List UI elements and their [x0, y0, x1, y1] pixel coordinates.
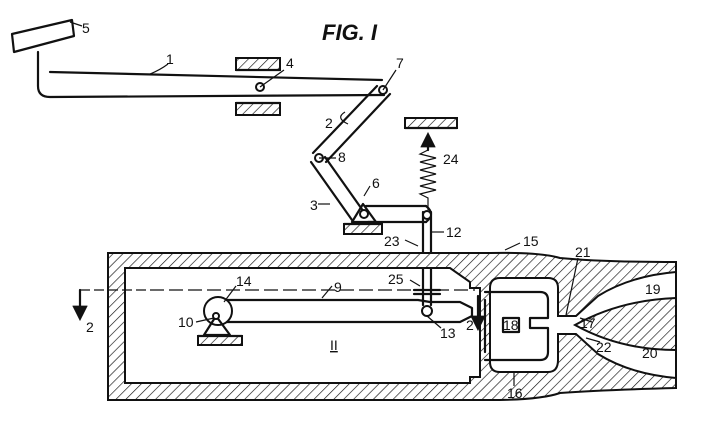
label-13: 13: [440, 325, 456, 341]
lever-pivot-bracket: [234, 57, 282, 116]
figure-title: FIG. I: [322, 20, 378, 45]
pedal-lever: [36, 50, 386, 99]
section-line-right: [150, 289, 486, 332]
label-21: 21: [575, 244, 591, 260]
splitter-17: [572, 296, 677, 352]
label-11: II: [330, 337, 338, 353]
link-2: [311, 84, 392, 164]
lever-9: [212, 298, 474, 324]
label-8: 8: [338, 149, 346, 165]
label-25: 25: [388, 271, 404, 287]
link-3: [309, 155, 368, 222]
label-18: 18: [503, 317, 519, 333]
label-24: 24: [443, 151, 459, 167]
label-10: 10: [178, 314, 194, 330]
spring-24: [403, 117, 459, 210]
label-14: 14: [236, 273, 252, 289]
section-line-left: [72, 288, 150, 322]
label-5: 5: [82, 20, 90, 36]
label-2: 2: [325, 115, 333, 131]
label-6: 6: [372, 175, 380, 191]
label-1: 1: [166, 51, 174, 67]
label-20: 20: [642, 345, 658, 361]
label-3: 3: [310, 197, 318, 213]
label-17: 17: [580, 315, 596, 331]
pedal-pad: [10, 18, 76, 54]
section-label-left: 2: [86, 319, 94, 335]
label-22: 22: [596, 339, 612, 355]
label-19: 19: [645, 281, 661, 297]
section-label-right: 2: [466, 317, 474, 333]
leader-lines: [69, 21, 601, 386]
label-12: 12: [446, 224, 462, 240]
bell-crank-arm: [364, 204, 433, 224]
label-16: 16: [507, 385, 523, 401]
label-23: 23: [384, 233, 400, 249]
label-4: 4: [286, 55, 294, 71]
label-7: 7: [396, 55, 404, 71]
bell-crank-pivot: [342, 202, 384, 235]
label-15: 15: [523, 233, 539, 249]
lever-pivot-10: [196, 296, 244, 346]
label-9: 9: [334, 279, 342, 295]
housing-11: [107, 251, 677, 401]
